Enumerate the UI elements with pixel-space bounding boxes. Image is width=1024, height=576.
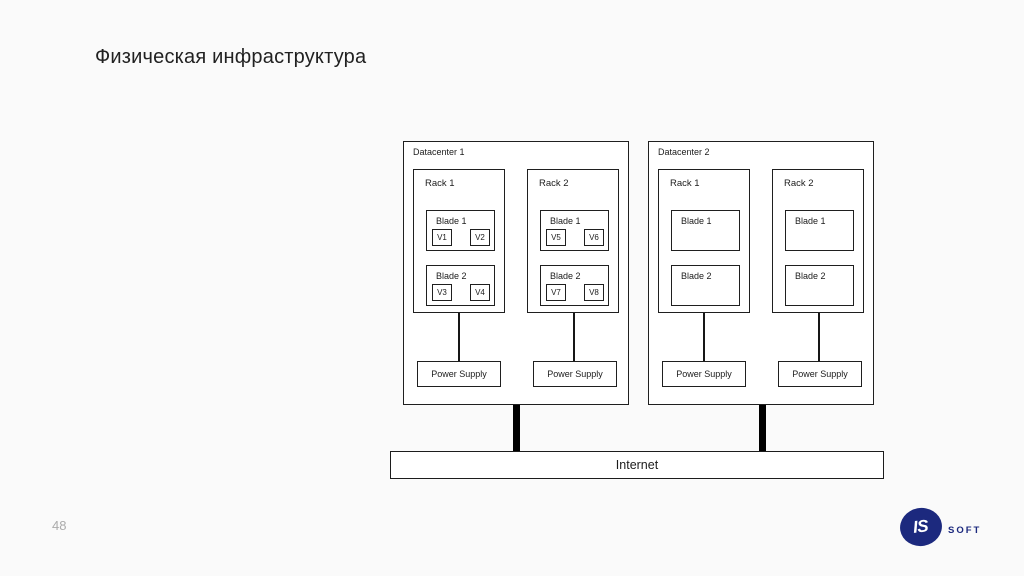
logo-brand-text: SOFT — [948, 525, 982, 536]
rack-label: Rack 2 — [539, 178, 569, 189]
rack-label: Rack 1 — [670, 178, 700, 189]
blade-box: Blade 2 V7 V8 — [540, 265, 609, 306]
blade-label: Blade 2 — [681, 271, 712, 281]
vm-box: V4 — [470, 284, 490, 301]
rack-label: Rack 2 — [784, 178, 814, 189]
vm-box: V8 — [584, 284, 604, 301]
datacenter-internet-trunk-line — [759, 405, 766, 452]
vm-row: V5 V6 — [546, 229, 604, 246]
vm-row: V1 V2 — [432, 229, 490, 246]
power-supply-box: Power Supply — [417, 361, 501, 387]
rack-box: Rack 1 Blade 1 Blade 2 — [658, 169, 750, 313]
datacenter-label: Datacenter 2 — [658, 147, 710, 157]
power-supply-box: Power Supply — [662, 361, 746, 387]
rack-label: Rack 1 — [425, 178, 455, 189]
power-supply-box: Power Supply — [533, 361, 617, 387]
blade-box: Blade 1 — [671, 210, 740, 251]
vm-box: V6 — [584, 229, 604, 246]
rack-power-connector-line — [458, 313, 460, 361]
vm-box: V3 — [432, 284, 452, 301]
rack-box: Rack 1 Blade 1 V1 V2 Blade 2 V3 V4 — [413, 169, 505, 313]
blade-label: Blade 1 — [550, 216, 581, 226]
blade-label: Blade 1 — [681, 216, 712, 226]
blade-box: Blade 1 — [785, 210, 854, 251]
rack-power-connector-line — [818, 313, 820, 361]
vm-row: V3 V4 — [432, 284, 490, 301]
blade-label: Blade 2 — [550, 271, 581, 281]
blade-label: Blade 1 — [436, 216, 467, 226]
vm-box: V7 — [546, 284, 566, 301]
datacenter-1-box: Datacenter 1 Rack 1 Blade 1 V1 V2 Blade … — [403, 141, 629, 405]
vm-box: V2 — [470, 229, 490, 246]
slide-title: Физическая инфраструктура — [95, 46, 367, 68]
blade-label: Blade 1 — [795, 216, 826, 226]
blade-box: Blade 1 V1 V2 — [426, 210, 495, 251]
issoft-logo: IS SOFT — [897, 504, 995, 550]
power-supply-box: Power Supply — [778, 361, 862, 387]
rack-power-connector-line — [573, 313, 575, 361]
datacenter-label: Datacenter 1 — [413, 147, 465, 157]
vm-row: V7 V8 — [546, 284, 604, 301]
rack-box: Rack 2 Blade 1 Blade 2 — [772, 169, 864, 313]
blade-box: Blade 2 — [785, 265, 854, 306]
rack-power-connector-line — [703, 313, 705, 361]
rack-box: Rack 2 Blade 1 V5 V6 Blade 2 V7 V8 — [527, 169, 619, 313]
blade-label: Blade 2 — [795, 271, 826, 281]
datacenter-internet-trunk-line — [513, 405, 520, 452]
logo-initials: IS — [912, 516, 930, 537]
datacenter-2-box: Datacenter 2 Rack 1 Blade 1 Blade 2 Rack… — [648, 141, 874, 405]
vm-box: V5 — [546, 229, 566, 246]
page-number: 48 — [52, 518, 67, 533]
internet-bus-box: Internet — [390, 451, 884, 479]
issoft-logo-circle-icon: IS — [897, 504, 945, 550]
blade-box: Blade 2 — [671, 265, 740, 306]
vm-box: V1 — [432, 229, 452, 246]
blade-label: Blade 2 — [436, 271, 467, 281]
blade-box: Blade 2 V3 V4 — [426, 265, 495, 306]
blade-box: Blade 1 V5 V6 — [540, 210, 609, 251]
